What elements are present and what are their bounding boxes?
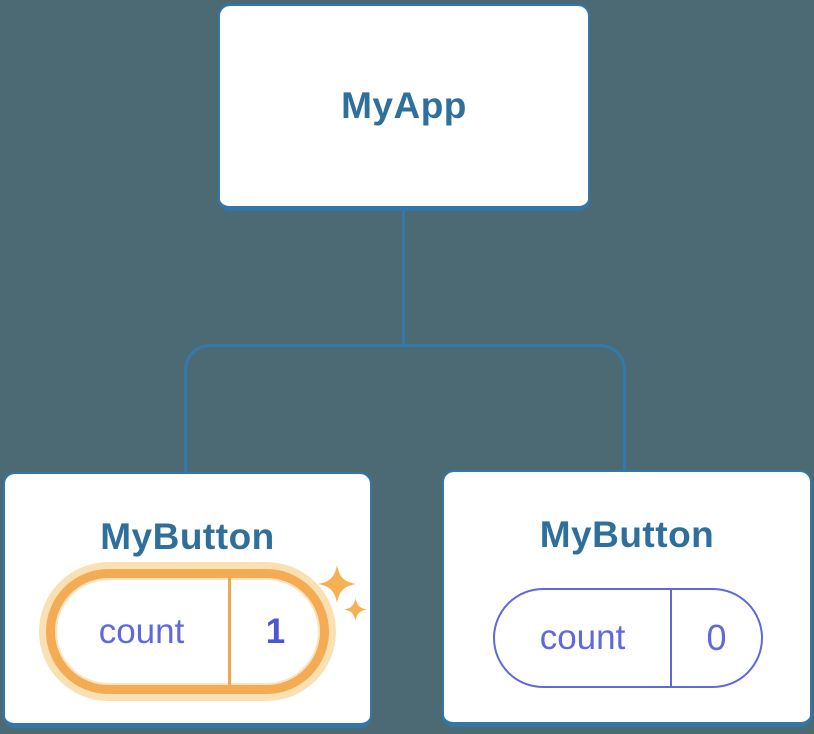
child-node-mybutton-left: MyButton count 1 xyxy=(3,472,372,728)
pill-divider xyxy=(670,590,672,686)
state-value: 1 xyxy=(265,611,286,651)
state-key-label: count xyxy=(98,611,185,651)
pill-divider xyxy=(228,578,231,685)
sparkle-icon-large xyxy=(318,565,356,603)
child-node-label: MyButton xyxy=(100,516,275,557)
root-node-myapp: MyApp xyxy=(218,4,590,211)
connector-root-to-bracket xyxy=(402,209,405,346)
child-node-mybutton-right: MyButton count 0 xyxy=(442,470,812,727)
state-pill-highlighted: count 1 xyxy=(46,569,329,694)
sparkle-icon-small xyxy=(344,598,367,621)
connector-bracket xyxy=(184,344,626,475)
child-node-label: MyButton xyxy=(539,514,715,555)
state-pill: count 0 xyxy=(493,588,763,688)
state-value: 0 xyxy=(706,617,727,658)
state-key-label: count xyxy=(539,618,626,657)
root-node-label: MyApp xyxy=(341,85,467,126)
